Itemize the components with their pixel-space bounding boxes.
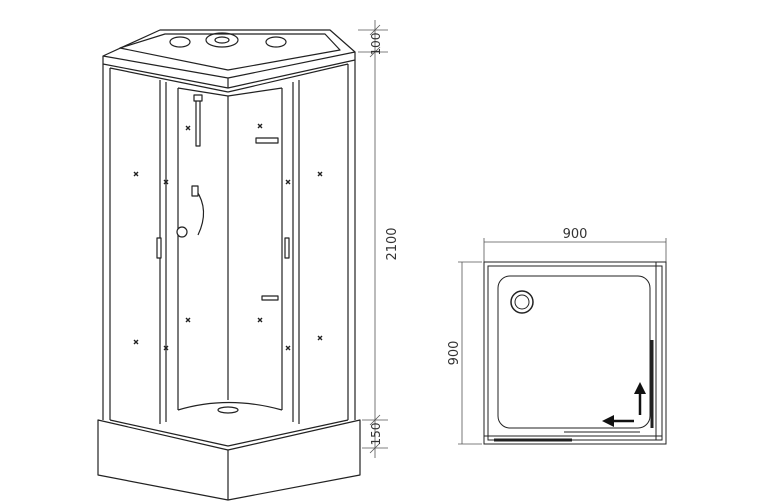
cabin-frame [102, 60, 356, 424]
right-door-handle [284, 237, 290, 259]
door-direction-arrows [602, 382, 646, 427]
shower-tray [97, 401, 361, 501]
shower-column [176, 94, 205, 238]
roof-canopy [102, 29, 356, 89]
upper-shelf [255, 137, 279, 144]
roof-vent-right [265, 36, 287, 48]
drain-icon [510, 290, 534, 314]
plan-view [458, 238, 667, 445]
massage-nozzles [133, 123, 323, 351]
plan-dimension-lines [458, 238, 667, 445]
roof-vent-left [169, 36, 191, 48]
plan-tray [497, 275, 651, 429]
lower-shelf [261, 295, 279, 301]
plan-width-label: 900 [563, 227, 588, 242]
plan-outer-frame [483, 261, 667, 445]
roof-height-label: 100 [369, 33, 383, 56]
perspective-view [97, 20, 388, 501]
total-height-label: 2100 [385, 227, 400, 260]
left-door-handle [156, 237, 162, 259]
vertical-dimension-lines [358, 20, 388, 458]
overhead-shower-head [205, 32, 239, 48]
plan-depth-label: 900 [447, 341, 462, 366]
tray-height-label: 150 [369, 423, 383, 446]
sliding-doors [484, 262, 662, 442]
